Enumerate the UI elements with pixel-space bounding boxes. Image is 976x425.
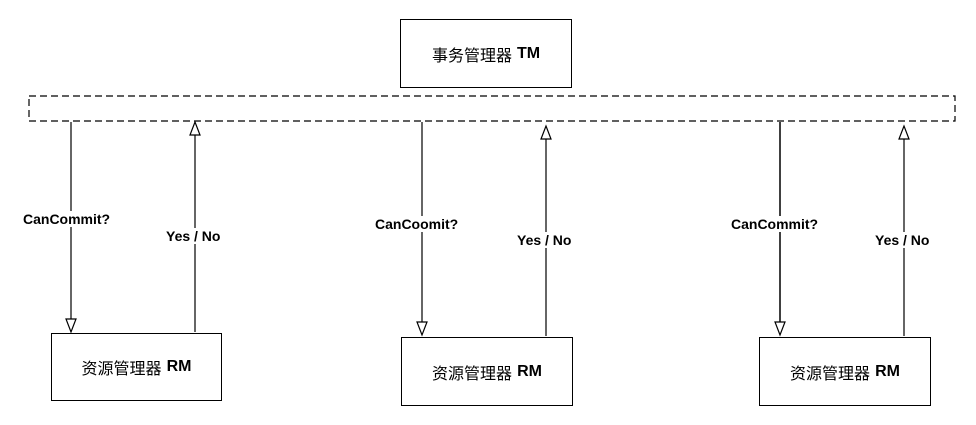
transaction-manager-box: 事务管理器 TM [400, 19, 572, 88]
resource-manager-box-3: 资源管理器 RM [759, 337, 931, 406]
message-bus [28, 95, 956, 122]
resource-manager-box-1: 资源管理器 RM [51, 333, 222, 401]
transaction-manager-name: 事务管理器 [431, 47, 512, 65]
resource-manager-code: RM [875, 362, 900, 380]
response-arrowhead-rm2 [540, 124, 552, 140]
request-arrowhead-rm1 [65, 318, 77, 334]
request-arrowhead-rm3 [774, 321, 786, 337]
response-label-rm2: Yes / No [516, 232, 573, 248]
response-label-rm3: Yes / No [874, 232, 931, 248]
resource-manager-code: RM [166, 358, 192, 375]
request-label-rm2: CanCoomit? [374, 216, 460, 232]
resource-manager-name: 资源管理器 [432, 365, 513, 383]
response-label-rm1: Yes / No [165, 228, 222, 244]
resource-manager-name: 资源管理器 [790, 365, 871, 383]
response-arrowhead-rm3 [898, 124, 910, 140]
request-arrowhead-rm2 [416, 321, 428, 337]
resource-manager-code: RM [517, 362, 542, 380]
transaction-manager-code: TM [516, 44, 541, 62]
resource-manager-box-2: 资源管理器 RM [401, 337, 573, 406]
resource-manager-name: 资源管理器 [81, 361, 162, 378]
request-label-rm3: CanCommit? [730, 216, 820, 232]
response-arrowhead-rm1 [189, 120, 201, 136]
request-label-rm1: CanCommit? [22, 211, 112, 227]
